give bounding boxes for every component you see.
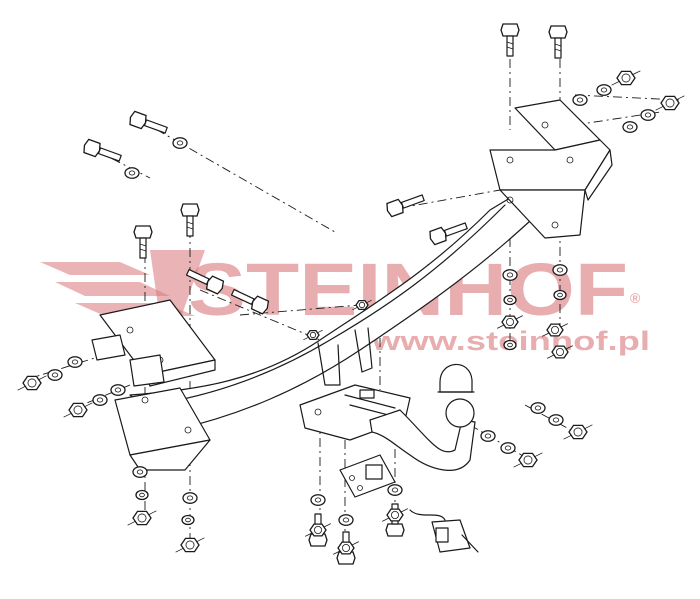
right-mounting-bracket (489, 99, 613, 239)
bolt (133, 225, 153, 259)
nut-icon (127, 510, 157, 526)
nut-icon (333, 541, 359, 555)
washer-icon (502, 269, 518, 281)
washer-icon (92, 394, 108, 406)
washer-icon (503, 339, 517, 351)
bolt (230, 289, 270, 315)
washer-icon (640, 109, 656, 121)
registered-mark: ® (630, 290, 641, 306)
washer-icon (387, 484, 403, 496)
towball-neck (369, 398, 476, 471)
socket-plate (339, 454, 396, 498)
nut-icon (305, 523, 331, 537)
washer-icon (553, 289, 567, 301)
washer-icon (67, 356, 83, 368)
nut-icon (17, 375, 47, 391)
nut-icon (513, 452, 543, 468)
left-mounting-bracket (99, 299, 216, 471)
bolt (129, 110, 168, 134)
bolt (180, 203, 200, 237)
steinhof-swoosh-icon (40, 250, 205, 320)
nut-icon (611, 70, 641, 86)
washer-icon (132, 466, 148, 478)
nut-icon (382, 508, 408, 522)
electrical-socket (409, 509, 479, 553)
washer-icon (503, 294, 517, 306)
washer-icon (552, 264, 568, 276)
nut-icon (352, 299, 372, 311)
bolt (83, 138, 122, 162)
washer-icon (47, 369, 63, 381)
washer-icon (530, 402, 546, 414)
bolt (386, 194, 425, 218)
washer-icon (480, 430, 496, 442)
washer-icon (181, 514, 195, 526)
nut-icon (542, 323, 568, 337)
bolt (500, 23, 520, 57)
towball-cap (437, 363, 475, 393)
nut-icon (655, 95, 685, 111)
washer-icon (622, 121, 638, 133)
washer-icon (338, 514, 354, 526)
washer-icon (110, 384, 126, 396)
bolt (548, 25, 568, 59)
towball (445, 398, 475, 428)
washer-icon (135, 489, 149, 501)
washer-icon (500, 442, 516, 454)
nut-icon (63, 402, 93, 418)
nuts-and-washers (17, 70, 685, 555)
washer-icon (172, 137, 188, 149)
spacer-pads (91, 334, 165, 387)
washer-icon (182, 492, 198, 504)
nut-icon (175, 537, 205, 553)
nut-icon (563, 424, 593, 440)
nut-icon (303, 329, 323, 341)
nut-icon (497, 315, 523, 329)
washer-icon (124, 167, 140, 179)
washer-icon (310, 494, 326, 506)
bolt (429, 222, 468, 246)
bolt (185, 269, 225, 295)
nut-icon (547, 345, 573, 359)
washer-icon (596, 84, 612, 96)
washer-icon (572, 94, 588, 106)
bolts (83, 23, 568, 565)
washer-icon (548, 414, 564, 426)
